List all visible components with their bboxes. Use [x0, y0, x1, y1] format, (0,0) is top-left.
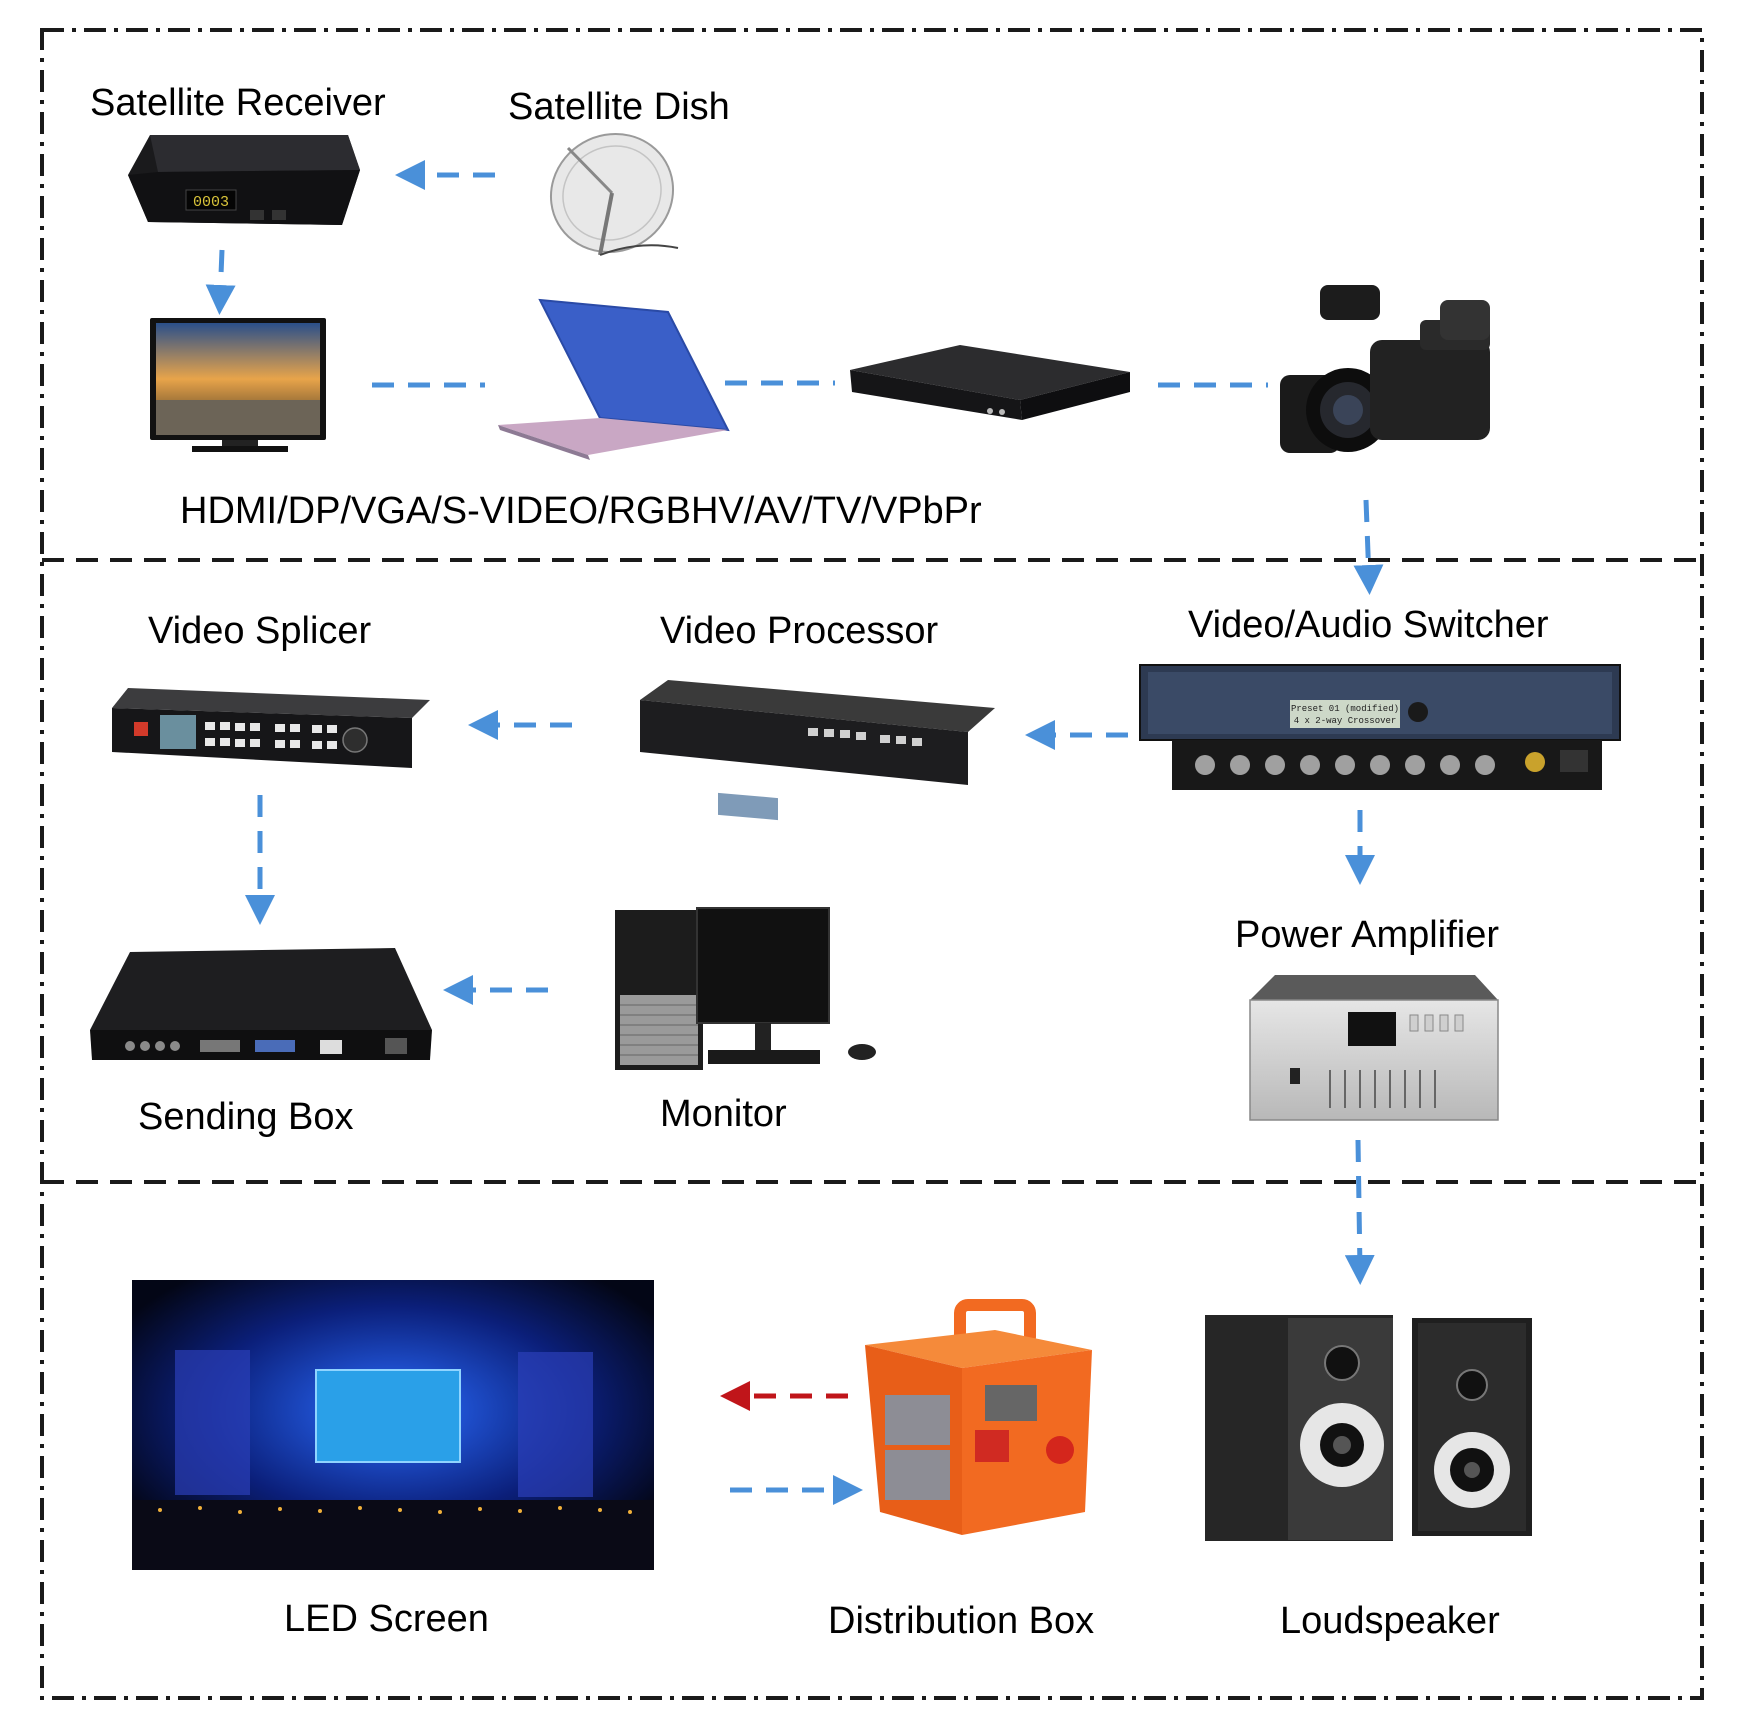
label-loudspeaker: Loudspeaker	[1280, 1600, 1500, 1642]
label-satellite-dish: Satellite Dish	[508, 86, 730, 128]
label-satellite-receiver: Satellite Receiver	[90, 82, 386, 124]
label-video-processor: Video Processor	[660, 610, 939, 652]
label-distribution-box: Distribution Box	[828, 1600, 1095, 1642]
laptop-icon	[498, 298, 730, 460]
satellite-receiver-icon: 0003	[128, 135, 360, 225]
label-video-splicer: Video Splicer	[148, 610, 372, 652]
label-monitor: Monitor	[660, 1093, 787, 1135]
label-signal-types: HDMI/DP/VGA/S-VIDEO/RGBHV/AV/TV/VPbPr	[180, 490, 982, 532]
video-splicer-icon	[112, 688, 430, 768]
satellite-dish-icon	[549, 132, 679, 256]
section-borders	[40, 28, 1704, 1700]
arrow-amplifier-to-loudspeaker	[1344, 1139, 1375, 1285]
label-power-amplifier: Power Amplifier	[1235, 914, 1499, 956]
label-led-screen: LED Screen	[284, 1598, 489, 1640]
arrows	[205, 160, 1384, 1505]
receiver-display-text: 0003	[193, 194, 229, 211]
switcher-display-line1: Preset 01 (modified)	[1291, 704, 1399, 714]
led-screen-icon	[132, 1280, 654, 1570]
tv-icon	[150, 318, 326, 452]
sending-box-icon	[90, 948, 432, 1060]
switcher-display-line2: 4 x 2-way Crossover	[1294, 716, 1397, 726]
switcher-icon: Preset 01 (modified) 4 x 2-way Crossover	[1139, 664, 1621, 790]
label-sending-box: Sending Box	[138, 1096, 354, 1138]
arrow-camera-to-switcher	[1353, 499, 1384, 595]
power-amplifier-icon	[1249, 975, 1499, 1121]
camcorder-icon	[1280, 285, 1490, 453]
dvd-player-icon	[850, 345, 1130, 420]
label-video-audio-switcher: Video/Audio Switcher	[1188, 604, 1549, 646]
video-processor-icon	[640, 680, 995, 821]
distribution-box-icon	[865, 1299, 1092, 1535]
arrow-receiver-to-tv	[205, 249, 236, 315]
desktop-computer-icon	[615, 907, 876, 1070]
outer-border	[40, 28, 1704, 1700]
loudspeaker-icon	[1205, 1315, 1532, 1541]
